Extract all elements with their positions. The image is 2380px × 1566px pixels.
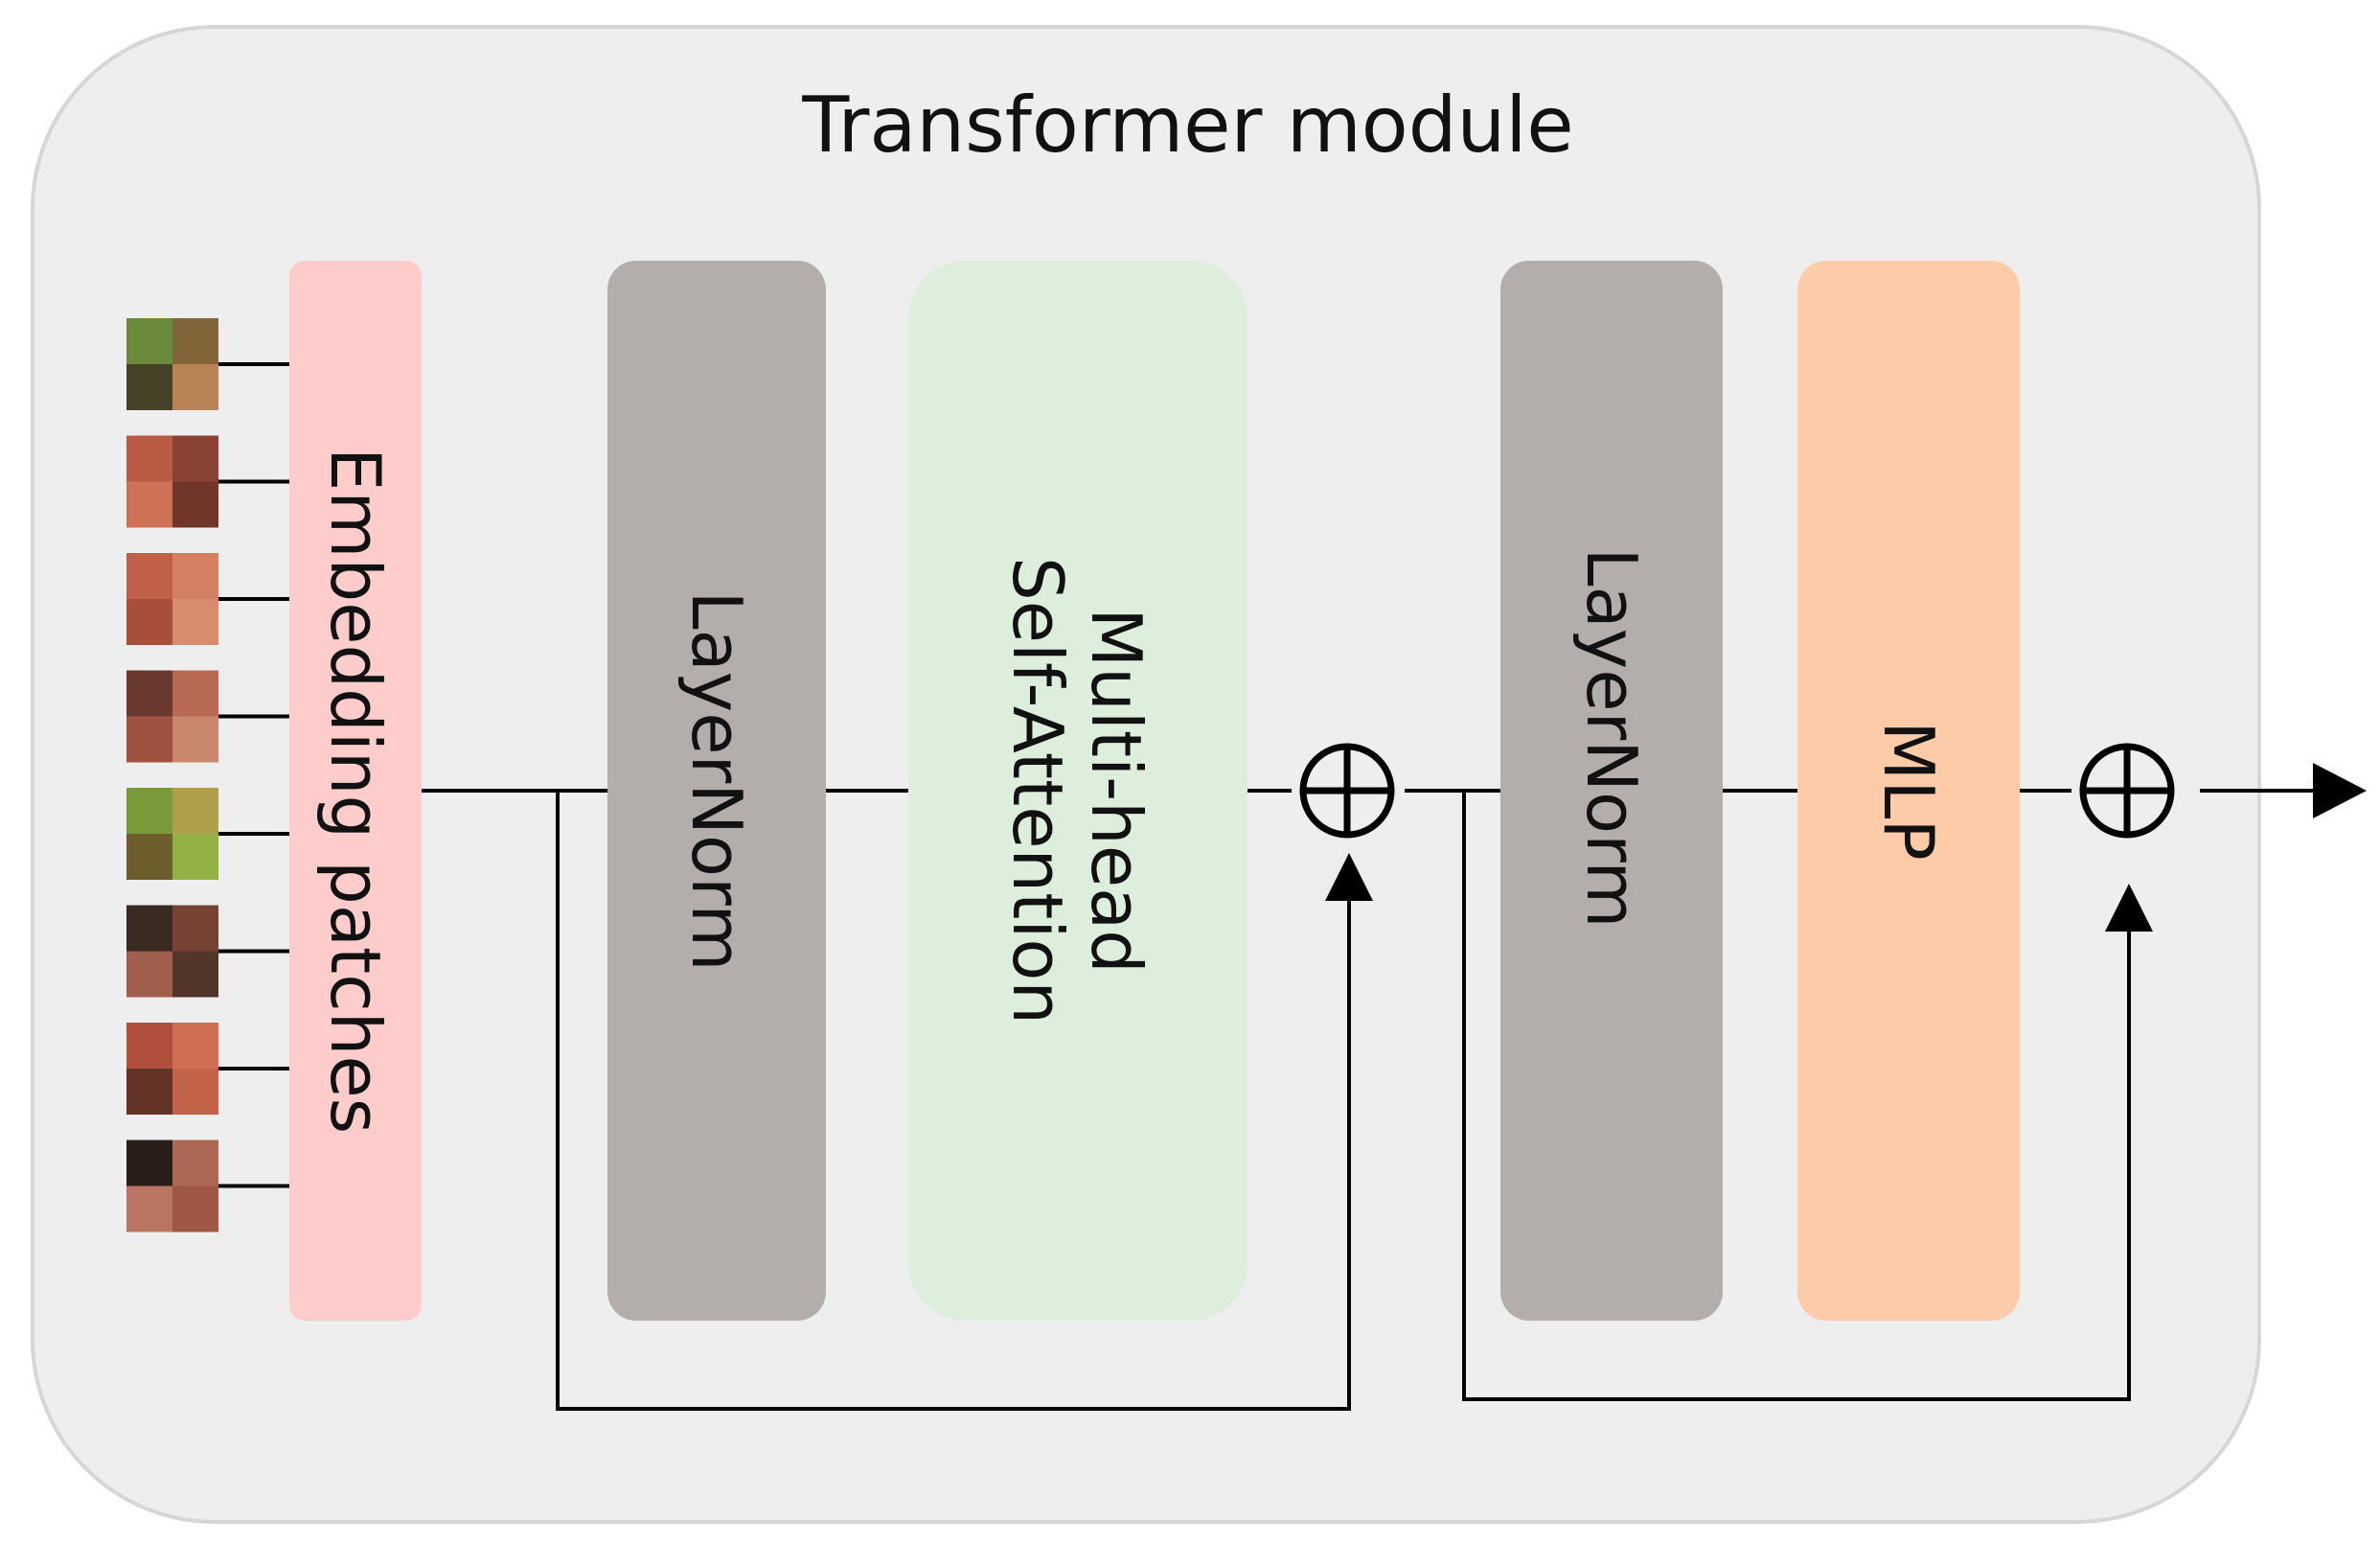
residual-path-2	[1462, 791, 2131, 1401]
layernorm-label-1: LayerNorm	[676, 590, 757, 971]
add-operator-2	[2079, 743, 2175, 839]
image-patch	[126, 318, 218, 410]
image-patch	[126, 553, 218, 645]
module-title: Transformer module	[801, 81, 1573, 170]
residual-path-1	[556, 791, 1351, 1411]
layernorm-block-1	[607, 261, 826, 1321]
residual-arrowhead-2	[2105, 884, 2153, 932]
attention-block	[908, 261, 1247, 1321]
embedding-block	[289, 261, 422, 1321]
mlp-block	[1797, 261, 2020, 1321]
attention-label-line1: Multi-head	[1076, 608, 1156, 974]
image-patch	[126, 905, 218, 998]
attention-label-line2: Self-Attention	[997, 557, 1078, 1025]
layernorm-label-2: LayerNorm	[1571, 547, 1652, 928]
image-patch	[126, 1023, 218, 1115]
layernorm-block-2	[1500, 261, 1723, 1321]
input-patches	[126, 318, 289, 1232]
image-patch	[126, 1140, 218, 1232]
residual-arrowhead-1	[1325, 853, 1373, 901]
embedding-label: Embedding patches	[315, 448, 396, 1134]
add-operator-1	[1299, 743, 1395, 839]
output-arrowhead	[2313, 763, 2367, 818]
mlp-label: MLP	[1868, 721, 1949, 861]
image-patch	[126, 788, 218, 880]
image-patch	[126, 435, 218, 528]
image-patch	[126, 670, 218, 763]
